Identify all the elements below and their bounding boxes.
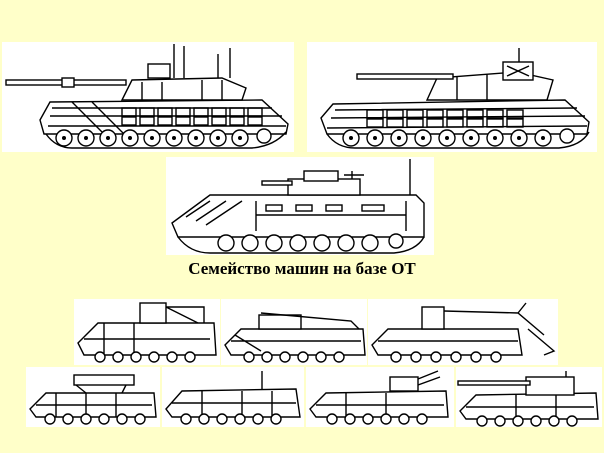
- apc-side-view-panel: [162, 367, 304, 427]
- self-propelled-gun-side-view-panel: [456, 367, 602, 427]
- mlrs-vehicle-side-view: [29, 374, 157, 425]
- tank-variant-side-view-panel: [307, 42, 597, 152]
- recovery-vehicle-side-view: [77, 302, 217, 363]
- diagram-caption: Семейство машин на базе ОТ: [188, 259, 416, 278]
- tank-side-view-panel: [2, 42, 294, 152]
- air-defense-vehicle-side-view-panel: [306, 367, 454, 427]
- tank-side-view: [5, 44, 289, 149]
- ifv-side-view-panel: [166, 157, 434, 255]
- obstacle-clearing-vehicle-side-view-panel: [368, 299, 558, 365]
- mlrs-vehicle-side-view-panel: [26, 367, 160, 427]
- tank-variant-side-view: [320, 48, 590, 149]
- engineering-vehicle-side-view-panel: [221, 299, 367, 365]
- apc-side-view: [165, 371, 301, 425]
- ifv-side-view: [171, 159, 425, 254]
- air-defense-vehicle-side-view: [309, 370, 449, 425]
- self-propelled-gun-side-view: [457, 371, 599, 427]
- recovery-vehicle-side-view-panel: [74, 299, 220, 365]
- engineering-vehicle-side-view: [224, 312, 366, 363]
- obstacle-clearing-vehicle-side-view: [371, 302, 556, 363]
